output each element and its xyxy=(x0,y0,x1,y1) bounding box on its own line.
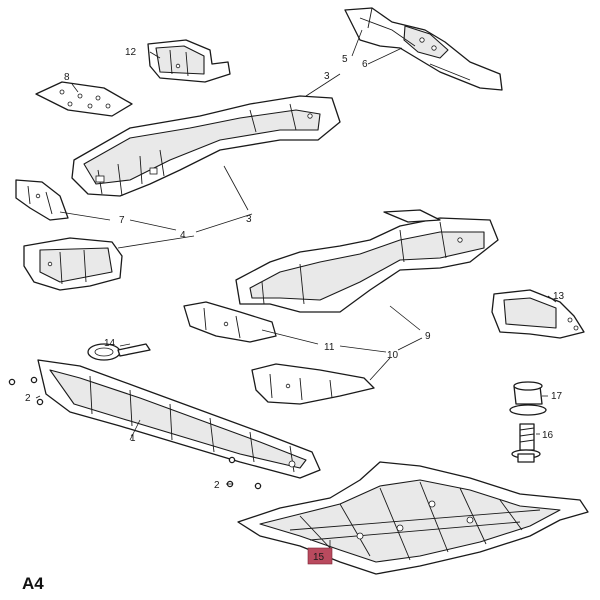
part-7-bracket[interactable] xyxy=(15,179,69,221)
callout-3-lower: 3 xyxy=(246,214,252,225)
callout-15-highlight[interactable]: 15 xyxy=(307,547,333,565)
callout-17: 17 xyxy=(551,391,563,402)
part-11-bracket[interactable] xyxy=(183,301,277,343)
part-13-bracket[interactable] xyxy=(491,289,585,339)
page-label: A4 xyxy=(22,574,44,593)
leader-lines xyxy=(35,29,557,548)
part-9-lower-crossmember[interactable] xyxy=(235,209,499,313)
part-10-bracket[interactable] xyxy=(251,363,375,405)
part-1-bumper-beam[interactable] xyxy=(37,359,321,479)
callout-14: 14 xyxy=(104,338,116,349)
part-15-underbody-panel[interactable] xyxy=(237,461,589,575)
callout-11: 11 xyxy=(324,342,335,353)
callout-7: 7 xyxy=(119,215,125,226)
callout-3-upper: 3 xyxy=(324,71,330,82)
callout-2-lower: 2 xyxy=(214,480,220,491)
callout-16: 16 xyxy=(542,430,554,441)
callout-9: 9 xyxy=(425,331,431,342)
callout-2-upper: 2 xyxy=(25,393,31,404)
callout-6: 6 xyxy=(362,59,368,70)
part-upper-right-rail[interactable] xyxy=(344,7,503,91)
part-16-bolt[interactable] xyxy=(511,423,541,463)
callout-5: 5 xyxy=(342,54,348,65)
part-4-box-bracket[interactable] xyxy=(23,237,123,291)
callout-10: 10 xyxy=(387,350,399,361)
callout-1: 1 xyxy=(130,433,136,444)
callout-labels: 12 8 5 6 3 3 7 4 13 9 14 11 10 2 17 16 1… xyxy=(25,47,565,491)
part-8-plate[interactable] xyxy=(35,81,133,117)
callout-12: 12 xyxy=(125,47,137,58)
bolts-2-upper[interactable] xyxy=(8,376,44,406)
callout-13: 13 xyxy=(553,291,565,302)
part-14-tow-eye[interactable] xyxy=(87,343,151,361)
part-12-bracket[interactable] xyxy=(147,39,231,83)
part-17-nut[interactable] xyxy=(509,381,547,416)
part-3-upper-crossmember[interactable] xyxy=(71,95,341,197)
callout-4: 4 xyxy=(180,230,186,241)
callout-15: 15 xyxy=(313,552,325,563)
callout-8: 8 xyxy=(64,72,70,83)
